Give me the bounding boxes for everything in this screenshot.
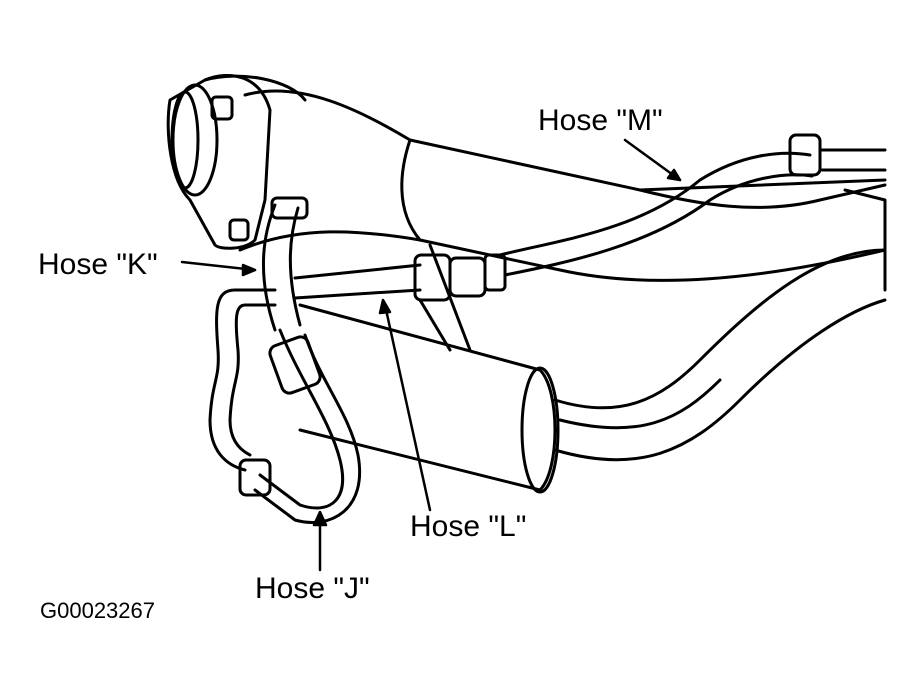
arrowhead-hose-m [666, 168, 682, 182]
loop-tube [208, 288, 277, 472]
arrowhead-hose-j [312, 510, 328, 527]
flange [166, 73, 307, 250]
leader-lines [180, 138, 682, 572]
muffler [298, 248, 887, 494]
hose-l-label: Hose "L" [410, 510, 527, 543]
arrowhead-hose-k [241, 263, 257, 277]
figure-id: G00023267 [40, 598, 155, 623]
hose-k [261, 196, 309, 332]
hose-m [498, 133, 887, 277]
hose-k-label: Hose "K" [38, 248, 158, 281]
hose-j [238, 328, 362, 524]
hose-j-label: Hose "J" [255, 572, 370, 605]
leader-hose-l [383, 303, 432, 512]
hose-l [293, 253, 507, 302]
arrowhead-hose-l [378, 298, 392, 315]
main-tube [238, 89, 887, 282]
hose-m-label: Hose "M" [538, 104, 663, 137]
